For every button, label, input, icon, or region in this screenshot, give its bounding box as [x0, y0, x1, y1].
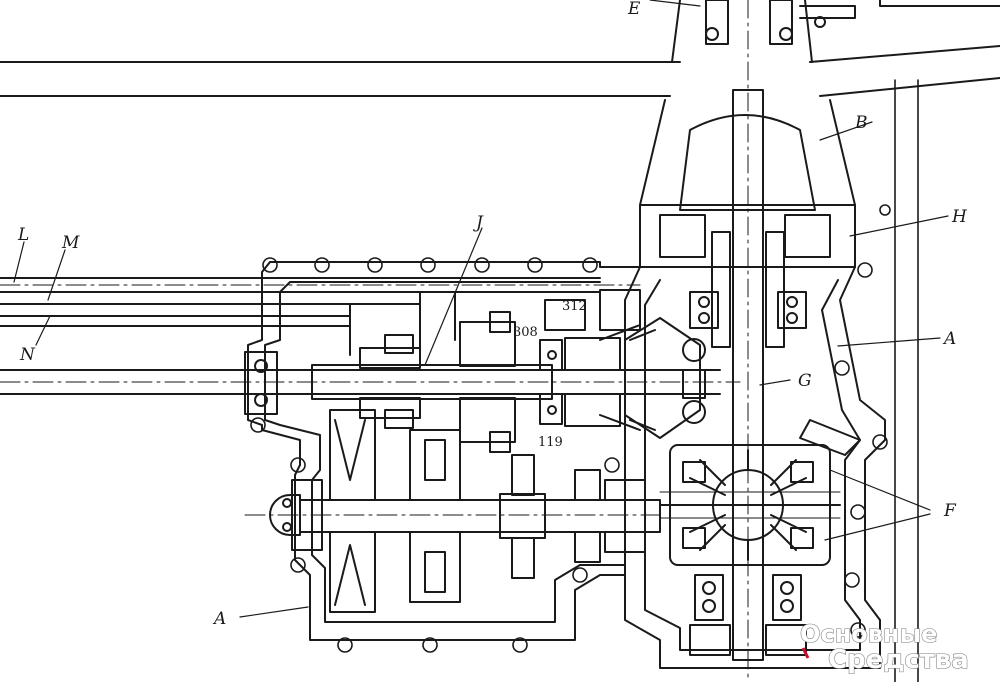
- housing-top-e: [671, 0, 1000, 63]
- label-308: 308: [513, 325, 538, 340]
- label-b: B: [854, 113, 868, 133]
- label-j: J: [473, 213, 484, 233]
- label-h: H: [951, 207, 968, 227]
- label-m: M: [61, 233, 80, 253]
- label-g: G: [798, 371, 812, 391]
- differential-f: [659, 444, 841, 566]
- label-a-right: A: [942, 329, 956, 349]
- watermark-line-2: Средства: [828, 645, 969, 675]
- main-shaft-j: [0, 289, 741, 453]
- label-a-left: A: [212, 609, 226, 629]
- label-119: 119: [538, 435, 563, 450]
- selector-rods: [0, 277, 641, 356]
- bevel-housing-b: [639, 99, 856, 268]
- lay-shaft: [244, 409, 661, 613]
- label-f: F: [943, 501, 957, 521]
- label-e: E: [627, 0, 641, 19]
- frame-upper: [0, 45, 1000, 682]
- watermark-logo: Основные Средства: [799, 619, 969, 675]
- watermark-accent-mark: [801, 647, 810, 659]
- label-l: L: [17, 225, 29, 245]
- label-312: 312: [562, 299, 587, 314]
- part-labels: E B H A G F J L M N A 308 312 119: [17, 0, 968, 629]
- label-n: N: [19, 345, 36, 365]
- bearings-lower: [689, 574, 807, 656]
- case-right: [624, 266, 886, 669]
- leader-lines: [13, 0, 949, 618]
- case-left: [247, 204, 891, 653]
- bevel-gear-g: [599, 317, 861, 456]
- watermark-line-1: Основные: [800, 620, 937, 648]
- bearings-upper: [682, 291, 807, 424]
- vertical-axle: [711, 0, 785, 682]
